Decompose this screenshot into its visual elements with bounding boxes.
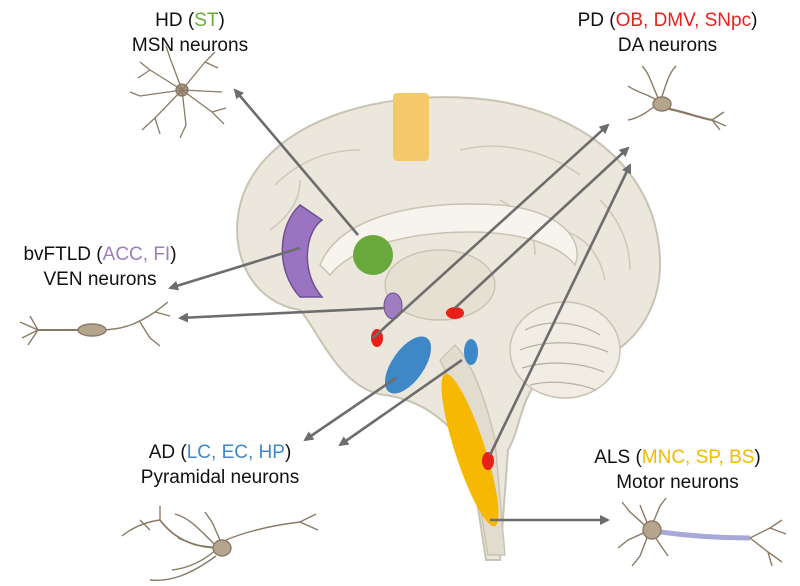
label-als: ALS (MNC, SP, BS) Motor neurons bbox=[594, 447, 761, 493]
da-neuron-icon bbox=[627, 65, 727, 131]
pd-regions: OB, DMV, SNpc bbox=[615, 10, 752, 31]
bvftld-regions: ACC, FI bbox=[102, 244, 171, 265]
ven-neuron-icon bbox=[19, 301, 171, 347]
small-red-region-1 bbox=[371, 329, 383, 347]
spinal-region bbox=[441, 373, 499, 527]
hp-region bbox=[384, 336, 432, 394]
ad-disease: AD bbox=[148, 442, 176, 463]
label-bvftld: bvFTLD (ACC, FI) VEN neurons bbox=[23, 244, 177, 290]
pd-disease: PD bbox=[577, 10, 604, 31]
arrow-pd-1 bbox=[372, 123, 610, 339]
striatum-region bbox=[353, 235, 393, 275]
pd-neurons: DA neurons bbox=[617, 35, 718, 56]
arrow-ad-2 bbox=[338, 358, 463, 447]
label-hd: HD (ST) MSN neurons bbox=[131, 10, 249, 56]
hd-disease: HD bbox=[155, 10, 183, 31]
arrow-ad-1 bbox=[303, 376, 397, 442]
hd-regions: ST bbox=[194, 10, 219, 31]
msn-neuron-icon bbox=[129, 45, 227, 139]
cerebellum bbox=[509, 301, 621, 399]
arrow-pd-2 bbox=[454, 146, 630, 309]
ad-regions: LC, EC, HP bbox=[186, 442, 285, 463]
bvftld-neurons: VEN neurons bbox=[43, 269, 157, 290]
als-neurons: Motor neurons bbox=[616, 472, 739, 493]
motor-cortex-region bbox=[393, 93, 429, 161]
label-ad: AD (LC, EC, HP) Pyramidal neurons bbox=[140, 442, 300, 488]
ad-neurons: Pyramidal neurons bbox=[140, 467, 300, 488]
snpc-region bbox=[446, 307, 464, 319]
label-pd: PD (OB, DMV, SNpc) DA neurons bbox=[577, 10, 758, 56]
pyramidal-neuron-icon bbox=[121, 506, 319, 582]
als-regions: MNC, SP, BS bbox=[641, 447, 755, 468]
lc-region bbox=[464, 339, 478, 365]
acc-fi-region bbox=[281, 204, 324, 298]
arrow-ob bbox=[178, 306, 386, 323]
dmv-region bbox=[482, 452, 494, 470]
bvftld-disease: bvFTLD bbox=[23, 244, 92, 265]
arrow-hd bbox=[233, 88, 359, 236]
als-disease: ALS bbox=[594, 447, 631, 468]
hd-neurons: MSN neurons bbox=[131, 35, 249, 56]
arrows bbox=[168, 88, 632, 525]
arrow-pd-3 bbox=[488, 163, 632, 456]
arrow-bvftld bbox=[168, 246, 301, 291]
motor-neuron-icon bbox=[617, 497, 787, 567]
